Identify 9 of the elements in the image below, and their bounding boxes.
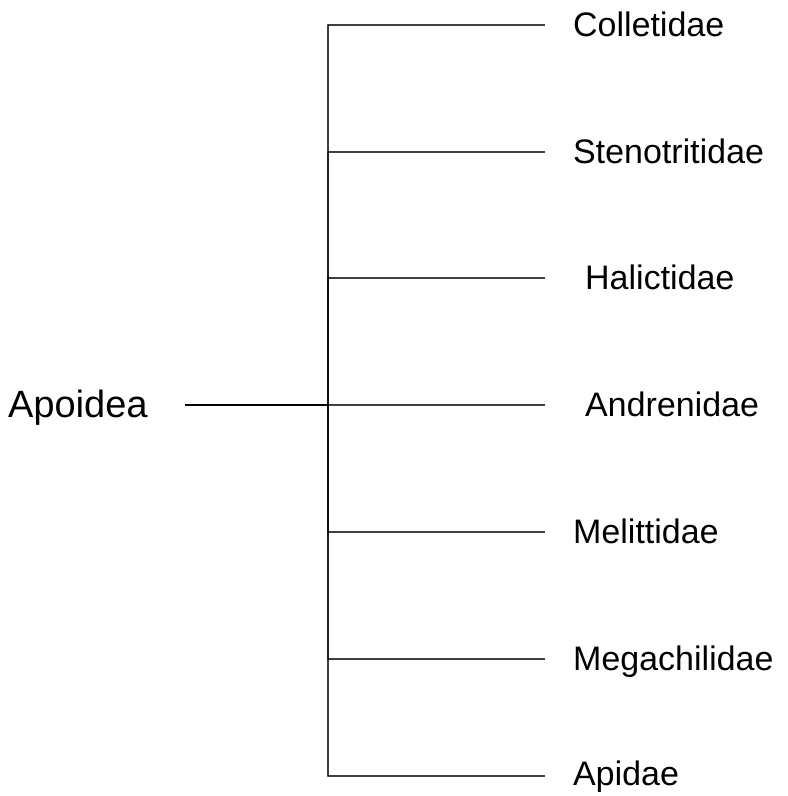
family-label: Stenotritidae	[545, 132, 764, 172]
family-label: Megachilidae	[545, 639, 774, 679]
root-taxon-label: Apoidea	[8, 383, 185, 427]
branch-line	[185, 404, 545, 777]
family-label: Melittidae	[545, 512, 719, 552]
family-label: Apidae	[545, 754, 679, 794]
family-label: Andrenidae	[545, 385, 759, 425]
family-label: Colletidae	[545, 5, 724, 45]
family-label: Halictidae	[545, 258, 734, 298]
